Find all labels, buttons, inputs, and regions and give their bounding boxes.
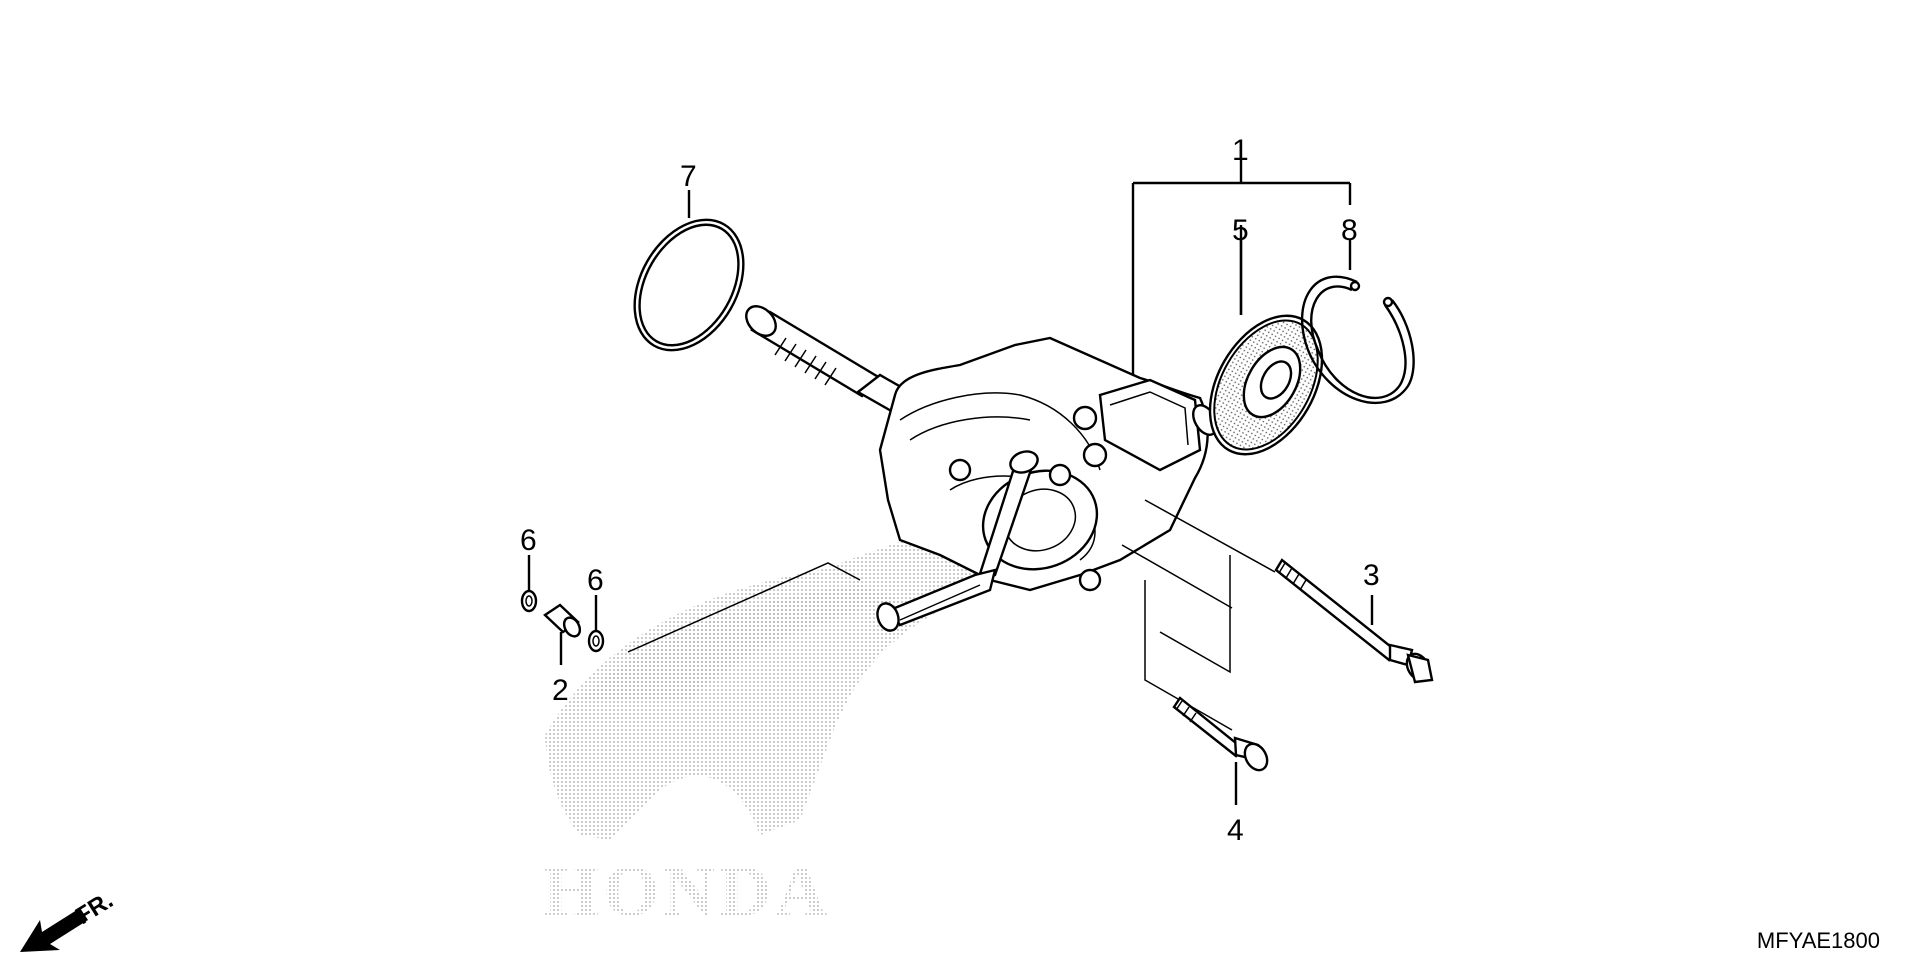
callout-6-right: 6 — [587, 564, 604, 597]
dowel-pin — [543, 603, 582, 638]
callout-3: 3 — [1363, 559, 1380, 592]
leader-lines — [627, 499, 1276, 731]
o-ring — [633, 218, 745, 352]
front-direction-arrow-icon — [20, 908, 88, 952]
honda-wing-logo — [545, 536, 977, 840]
radial-bearing — [1208, 314, 1324, 456]
callout-4: 4 — [1227, 814, 1244, 847]
washer-right — [587, 629, 605, 653]
flange-bolt-short — [1172, 696, 1269, 772]
callout-1: 1 — [1232, 134, 1249, 167]
washer-left — [520, 589, 538, 613]
final-gear-case — [878, 336, 1218, 592]
callout-2: 2 — [552, 674, 569, 707]
flange-bolt-long — [1274, 558, 1434, 684]
output-shaft — [745, 305, 918, 414]
callout-7: 7 — [680, 160, 697, 193]
callout-6-left: 6 — [520, 524, 537, 557]
callout-leaders — [527, 190, 1374, 805]
callout-8: 8 — [1341, 214, 1358, 247]
drawing-code: MFYAE1800 — [1757, 928, 1880, 953]
callout-5: 5 — [1232, 214, 1249, 247]
breather-tube — [876, 450, 1039, 632]
circlip — [1300, 275, 1415, 404]
honda-wordmark: HONDA — [543, 851, 831, 931]
